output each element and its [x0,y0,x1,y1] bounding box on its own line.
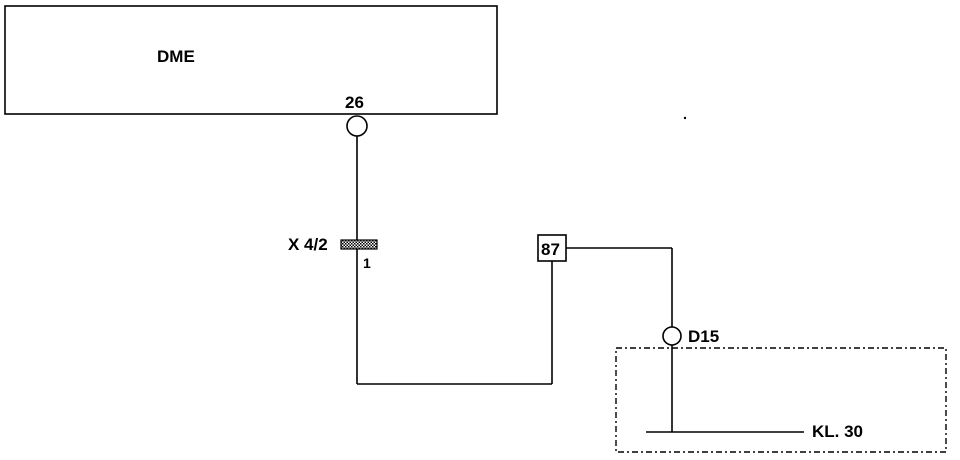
relay-terminal-label: 87 [541,240,560,259]
connector-label: X 4/2 [288,235,328,254]
dme-pin-terminal [346,115,368,137]
relay-terminal-box [537,234,567,262]
d15-node [662,326,682,346]
stray-dot [683,116,687,120]
dme-pin-label: 26 [345,93,364,112]
supply-bus-label: KL. 30 [812,422,863,441]
fuse-box-boundary [615,347,947,453]
connector-block [340,239,378,250]
connector-pin-label: 1 [363,255,371,271]
dme-module-label: DME [157,47,195,66]
dme-module-box [4,5,498,115]
d15-node-label: D15 [688,327,719,346]
